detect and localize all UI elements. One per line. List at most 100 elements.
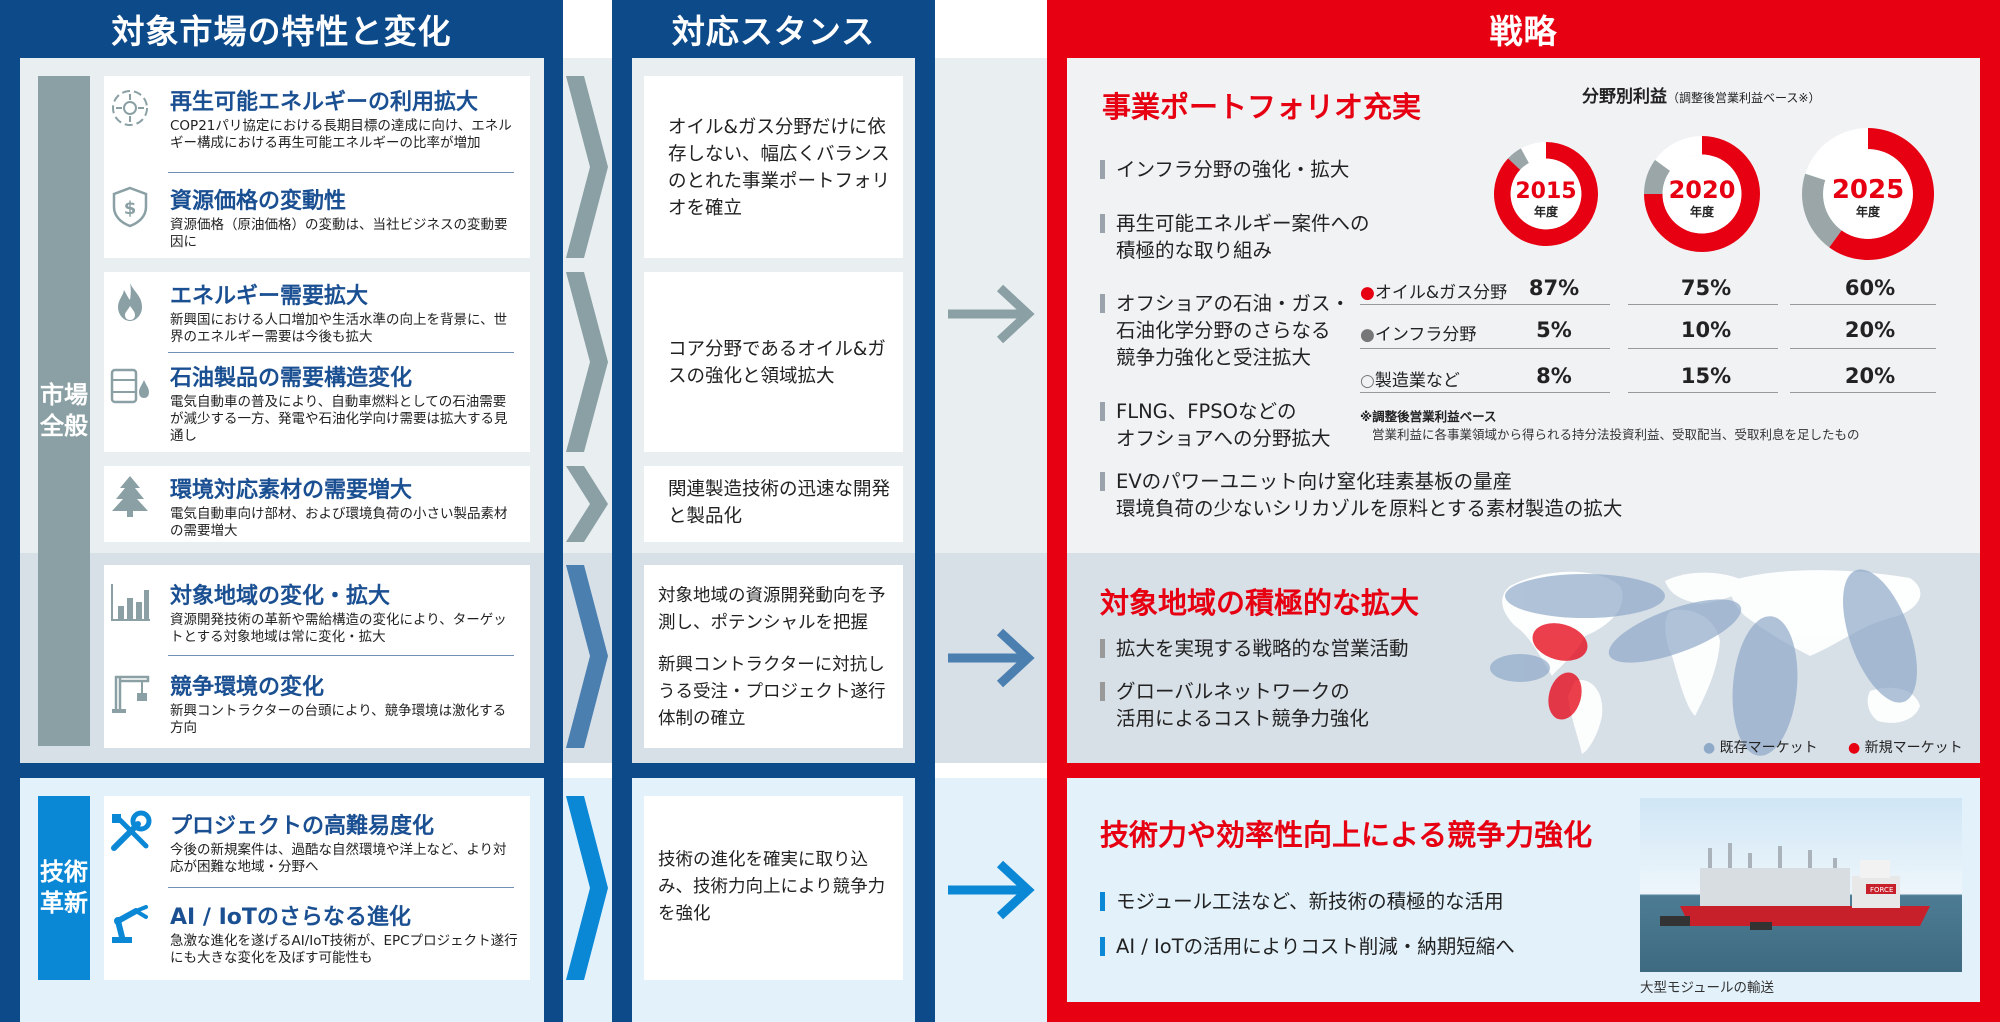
legend-manufacturing: ○製造業など (1360, 366, 1460, 391)
stance-card (644, 796, 903, 980)
donut-slice (1644, 159, 1671, 194)
item-description: 今後の新規案件は、過酷な自然環境や洋上など、より対応が困難な地域・分野へ (170, 842, 507, 875)
stance-text: 新興コントラクターに対抗しうる受注・プロジェクト遂行体制の確立 (658, 655, 886, 729)
robot-arm-icon (112, 905, 148, 943)
arrow-right-icon (948, 860, 1035, 920)
regions-title: 対象地域の積極的な拡大 (1100, 586, 1420, 620)
stance-card (644, 466, 903, 542)
donut-slice (1508, 148, 1529, 170)
renewable-energy-icon (112, 90, 148, 126)
table-rule (1790, 348, 1936, 349)
item-description: 新興国における人口増加や生活水準の向上を背景に、世界のエネルギー需要は今後も拡大 (170, 312, 508, 345)
item-description: 資源価格（原油価格）の変動は、当社ビジネスの変動要因に (170, 217, 508, 250)
donut-year-label: 2020 (1669, 176, 1736, 204)
legend-dot-icon: ● (1360, 325, 1375, 345)
donut-hole (1823, 149, 1913, 239)
chart-subtitle: （調整後営業利益ベース※） (1667, 91, 1821, 105)
svg-text:$: $ (124, 198, 137, 219)
technology-bullet: モジュール工法など、新技術の積極的な活用 (1100, 888, 1504, 915)
donut-slice (1644, 136, 1760, 252)
ship-illustration: FORCE (1660, 843, 1930, 930)
tree-icon (112, 476, 148, 517)
donut-hole (1510, 158, 1582, 230)
divider (168, 352, 514, 353)
item-description: COP21パリ協定における長期目標の達成に向け、エネルギー構成における再生可能エ… (170, 118, 512, 151)
item-description: 資源開発技術の革新や需給構造の変化により、ターゲットとする対象地域は常に変化・拡… (170, 612, 507, 645)
side-label-market: 市場 全般 (38, 76, 90, 746)
item-title: AI / IoTのさらなる進化 (170, 905, 411, 930)
arrow-right-icon (948, 628, 1035, 688)
donut-year-unit: 年度 (1856, 204, 1881, 219)
chart-title: 分野別利益（調整後営業利益ベース※） (1582, 82, 1820, 107)
item-title: エネルギー需要拡大 (170, 284, 369, 309)
market-card-1 (104, 76, 530, 258)
table-value: 20% (1844, 318, 1896, 342)
tools-icon (111, 810, 152, 851)
stance-text: 技術の進化を確実に取り込み、技術力向上により競争力を強化 (658, 850, 886, 924)
table-value: 8% (1536, 364, 1572, 388)
stance-text: コア分野であるオイル&ガスの強化と領域拡大 (668, 339, 886, 387)
chart-title-text: 分野別利益 (1582, 87, 1667, 107)
legend-dot-icon: ● (1360, 283, 1375, 303)
item-title: 環境対応素材の需要増大 (170, 478, 413, 503)
chart-note-body: 営業利益に各事業領域から得られる持分法投資利益、受取配当、受取利息を足したもの (1372, 427, 1860, 442)
table-value: 75% (1680, 276, 1732, 300)
world-map (1490, 569, 1921, 756)
legend-existing-label: 既存マーケット (1719, 740, 1818, 756)
module-transport-photo: FORCE (1640, 798, 1962, 972)
stance-card (644, 272, 903, 452)
table-rule (1628, 392, 1778, 393)
table-rule (1628, 304, 1778, 305)
item-title: 対象地域の変化・拡大 (170, 584, 391, 609)
stance-text: 関連製造技術の迅速な開発と製品化 (668, 479, 891, 527)
table-value: 10% (1680, 318, 1732, 342)
table-value: 15% (1680, 364, 1732, 388)
stance-card (644, 565, 903, 748)
market-card-2 (104, 272, 530, 452)
flame-icon (118, 283, 142, 321)
donut-hole (1662, 154, 1742, 234)
portfolio-bullet: インフラ分野の強化・拡大 (1100, 156, 1349, 183)
ship-name: FORCE (1870, 886, 1893, 894)
divider (168, 655, 514, 656)
chevron-right-icon (566, 272, 608, 452)
legend-manufacturing-label: 製造業など (1374, 371, 1460, 391)
divider (168, 172, 514, 173)
chevron-right-icon (566, 796, 608, 980)
donut-year-label: 2025 (1832, 175, 1904, 205)
chart-note-title: ※調整後営業利益ベース (1360, 409, 1497, 424)
item-title: 石油製品の需要構造変化 (170, 366, 413, 391)
market-column-title: 対象市場の特性と変化 (111, 12, 452, 51)
stance-card (644, 76, 903, 258)
table-value: 20% (1844, 364, 1896, 388)
regions-bullet: 拡大を実現する戦略的な営業活動 (1100, 635, 1409, 662)
divider (168, 887, 514, 888)
price-shield-icon: $ (112, 186, 148, 228)
legend-infra: ●インフラ分野 (1360, 320, 1476, 345)
item-title: 競争環境の変化 (170, 675, 325, 700)
table-rule (1790, 304, 1936, 305)
donut-slice (1655, 136, 1702, 171)
legend-oil-gas: ●オイル&ガス分野 (1360, 278, 1507, 303)
technology-bullet: AI / IoTの活用によりコスト削減・納期短縮へ (1100, 933, 1515, 960)
donut-year-unit: 年度 (1690, 204, 1715, 219)
donut-slice (1520, 142, 1546, 164)
item-description: 電気自動車の普及により、自動車燃料としての石油需要が減少する一方、発電や石油化学… (170, 394, 508, 444)
portfolio-bullet: FLNG、FPSOなどの オフショアへの分野拡大 (1100, 398, 1331, 452)
portfolio-title: 事業ポートフォリオ充実 (1102, 90, 1422, 124)
regions-bullet: グローバルネットワークの 活用によるコスト競争力強化 (1100, 678, 1369, 732)
legend-dot-icon: ● (1703, 740, 1716, 756)
item-title: プロジェクトの高難易度化 (170, 814, 435, 839)
stance-column-title: 対応スタンス (671, 12, 876, 51)
table-value: 60% (1844, 276, 1896, 300)
table-value: 87% (1528, 276, 1580, 300)
donut-year-label: 2015 (1515, 179, 1576, 204)
item-title: 再生可能エネルギーの利用拡大 (170, 90, 479, 115)
table-value: 5% (1536, 318, 1572, 342)
item-description: 電気自動車向け部材、および環境負荷の小さい製品素材の需要増大 (170, 506, 508, 539)
stance-text: オイル&ガス分野だけに依存しない、幅広くバランスのとれた事業ポートフォリオを確立 (668, 117, 891, 219)
item-title: 資源価格の変動性 (170, 189, 347, 214)
market-card-3 (104, 466, 530, 542)
existing-market-areas (1490, 569, 1917, 756)
